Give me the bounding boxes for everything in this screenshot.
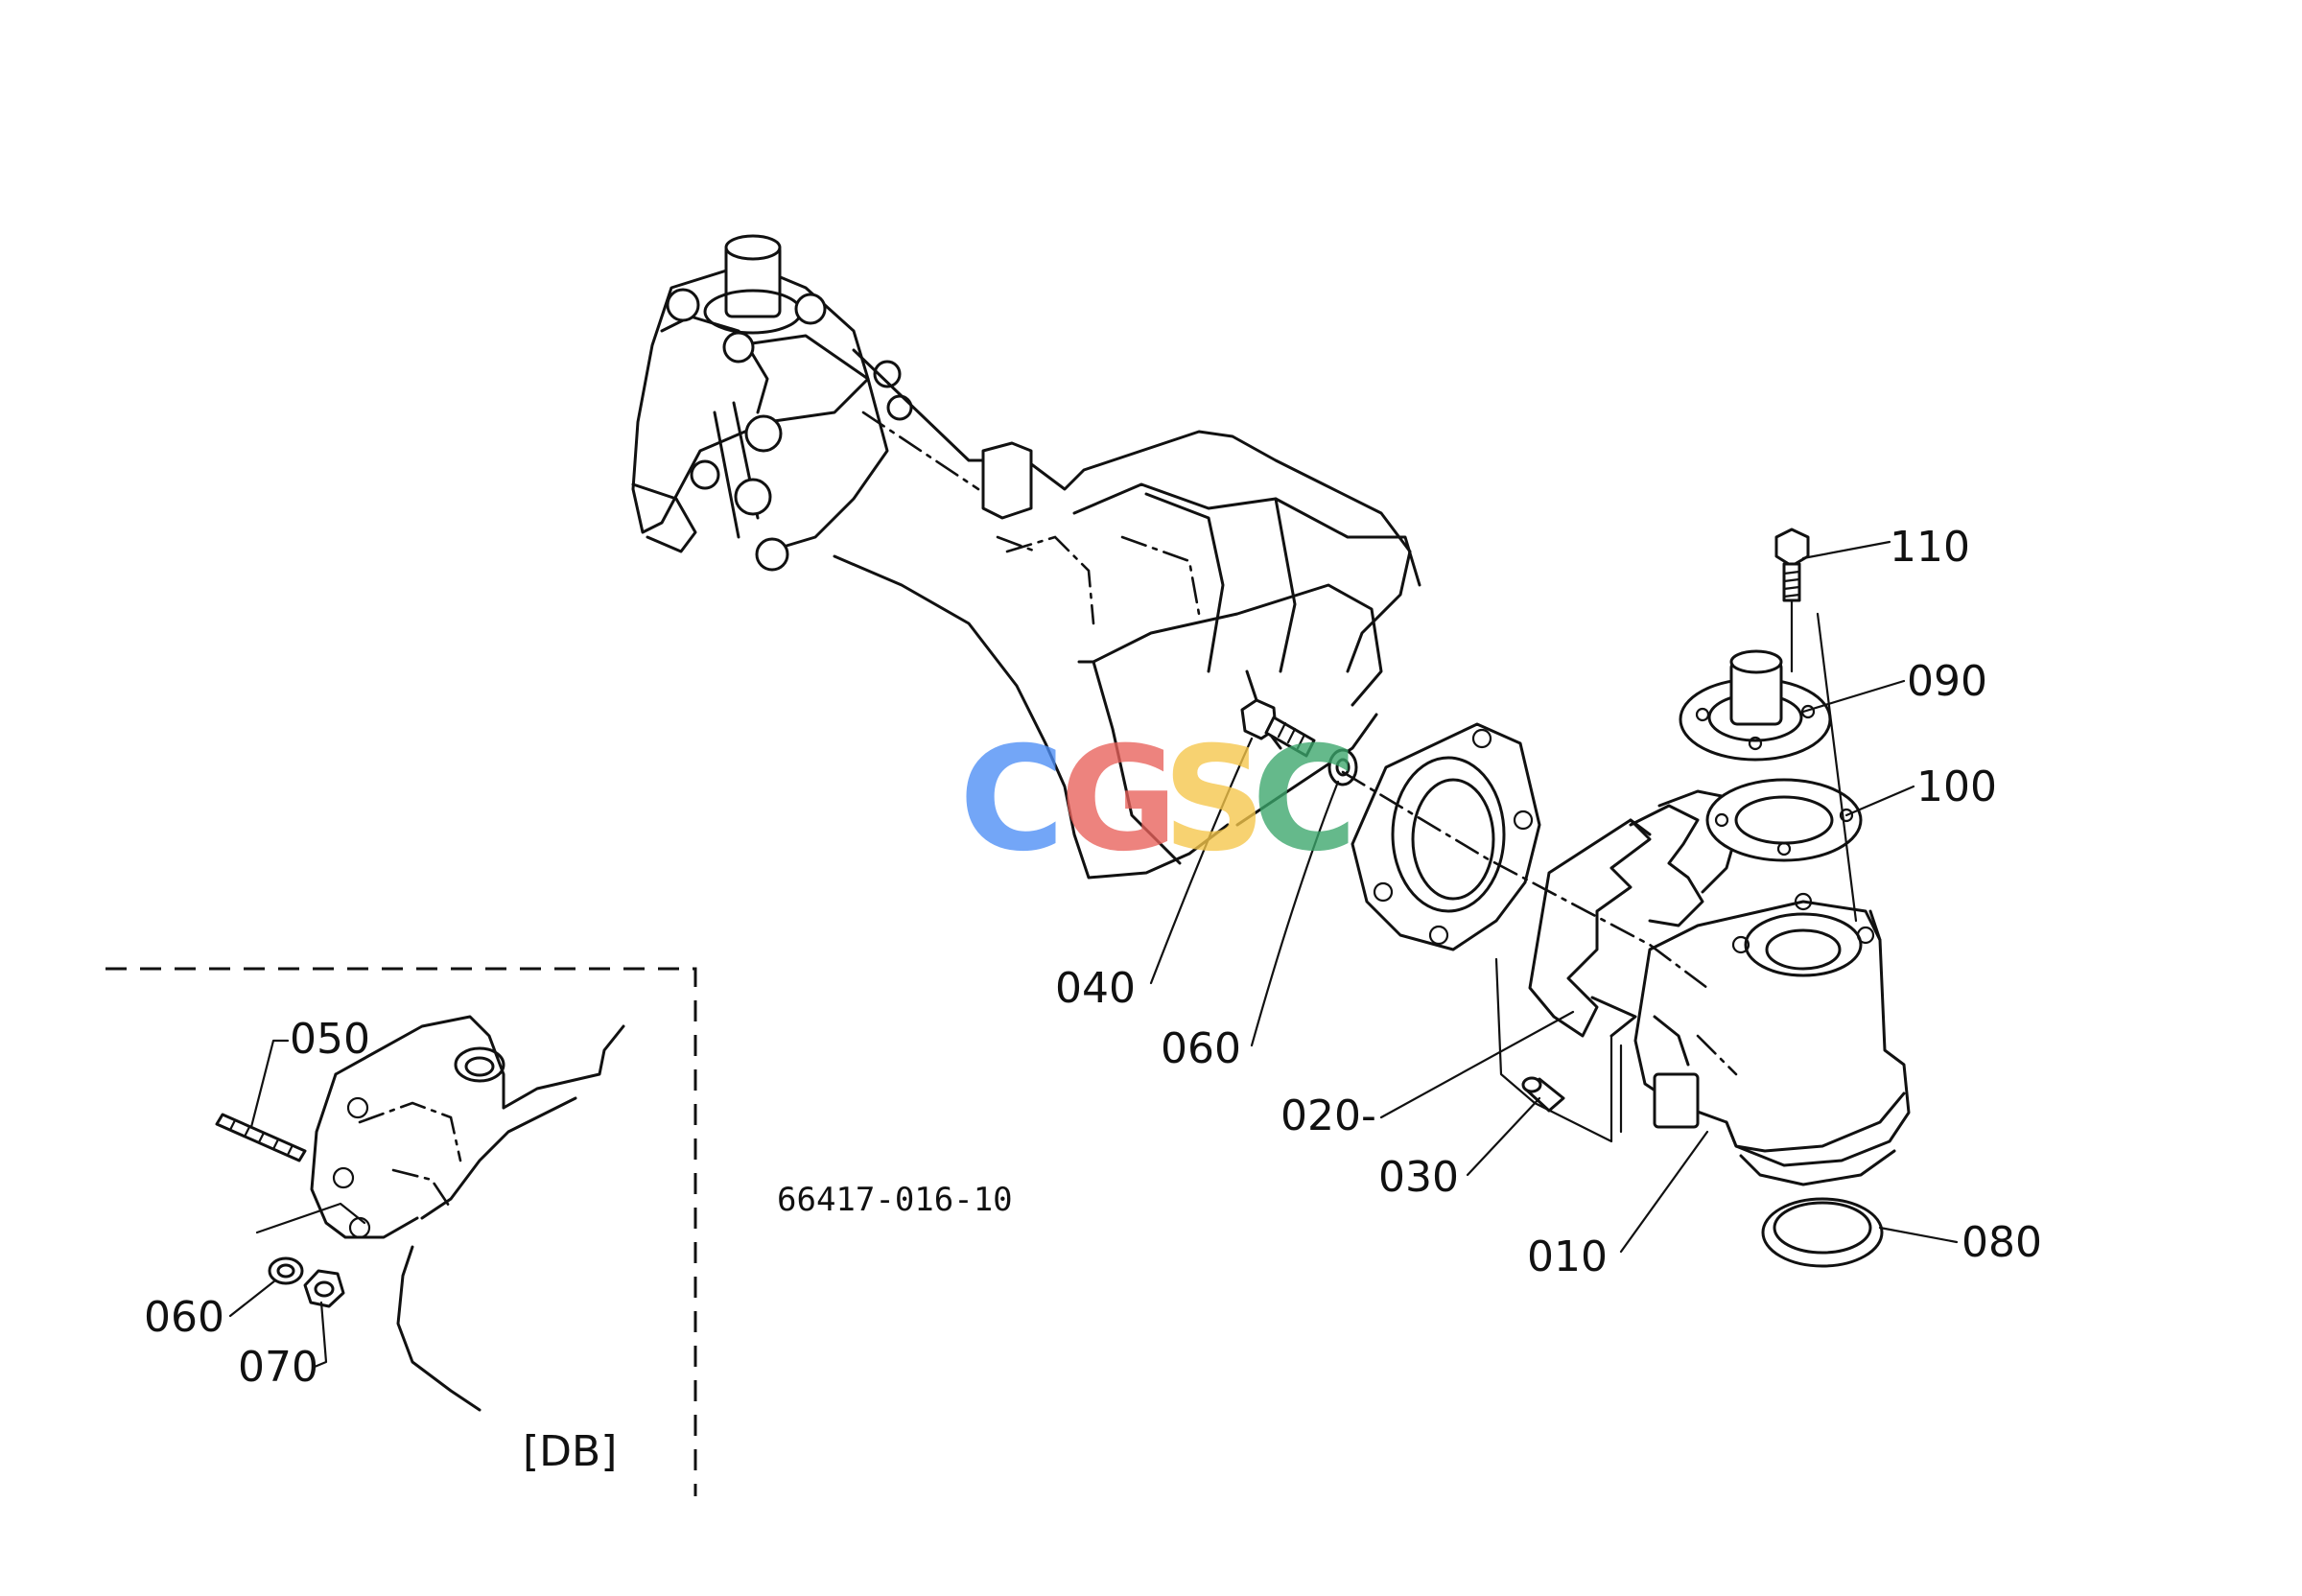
bolt-110 [1774,528,1810,602]
axle-housing [631,234,1421,880]
inset-callout-060: 060 [144,1293,224,1342]
assembly-centerlines [1341,598,1858,1143]
watermark-letter-1: C [959,716,1065,883]
callout-110: 110 [1890,523,1970,572]
mounting-flange [1351,722,1541,951]
callout-040: 040 [1055,964,1136,1013]
watermark-letter-2: G [1060,716,1178,883]
shim-plate-020 [1528,789,1738,1038]
callout-010: 010 [1527,1232,1608,1281]
callout-labels: 110 090 100 040 060 020- 030 010 080 [1055,523,2042,1281]
bolt-040 [1240,698,1316,758]
callout-030: 030 [1378,1153,1459,1202]
king-pin-cap-090 [1679,649,1832,762]
watermark-letter-4: C [1252,716,1357,883]
db-label: [DB] [523,1427,617,1476]
callout-060: 060 [1161,1024,1241,1073]
inset-callout-050: 050 [290,1015,370,1064]
callout-090: 090 [1907,657,1987,706]
db-variant-inset: 050 060 070 [DB] [106,967,697,1496]
drawing-code: 66417-016-10 [777,1181,1013,1219]
seal-ring-080 [1761,1197,1884,1268]
callout-100: 100 [1916,763,1997,811]
watermark: C G S C [959,716,1357,883]
leader-lines [1149,540,1959,1254]
pin-030 [1521,1076,1565,1113]
callout-020: 020- [1280,1091,1376,1140]
inset-callout-070: 070 [238,1343,318,1392]
callout-080: 080 [1961,1218,2042,1267]
shim-ring-100 [1705,778,1863,862]
knuckle-housing-010 [1633,892,1911,1186]
watermark-letter-3: S [1163,716,1266,883]
